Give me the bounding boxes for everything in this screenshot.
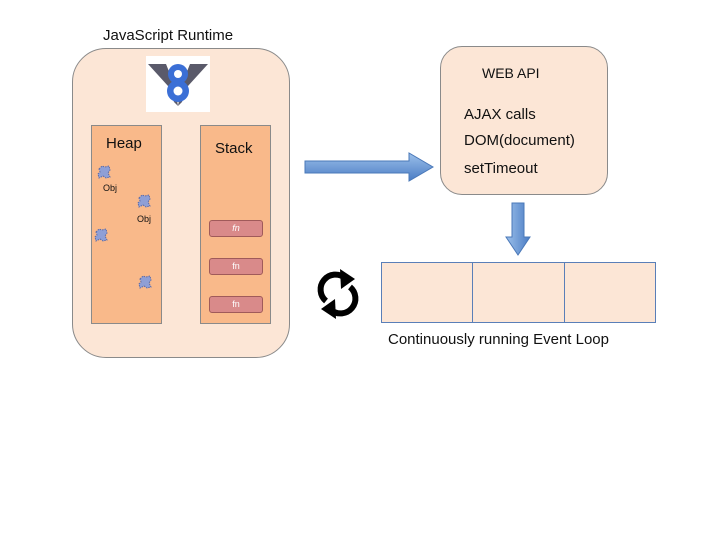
stack-title: Stack <box>215 140 253 157</box>
down-arrow-icon <box>505 202 531 260</box>
stack-frame: fn <box>209 220 263 237</box>
right-arrow-icon <box>304 152 434 186</box>
v8-logo-icon <box>146 56 210 112</box>
web-api-item: setTimeout <box>464 160 538 177</box>
web-api-container <box>440 46 608 195</box>
heap-object-blob-icon <box>137 274 153 290</box>
refresh-cycle-icon <box>317 263 359 330</box>
event-loop-caption: Continuously running Event Loop <box>388 331 609 348</box>
heap-object-label: Obj <box>137 214 152 224</box>
event-queue-slot <box>381 262 473 323</box>
web-api-item: DOM(document) <box>464 132 575 149</box>
heap-title: Heap <box>106 135 142 152</box>
event-queue-slot <box>472 262 565 323</box>
heap-object-blob-icon <box>96 164 112 180</box>
stack-frame: fn <box>209 296 263 313</box>
runtime-title: JavaScript Runtime <box>103 27 234 44</box>
heap-object-label: Obj <box>103 183 118 193</box>
heap-object-blob-icon <box>136 193 152 209</box>
web-api-item: AJAX calls <box>464 106 536 123</box>
stack-frame: fn <box>209 258 263 275</box>
heap-object-blob-icon <box>93 227 109 243</box>
web-api-title: WEB API <box>482 65 540 81</box>
heap-column <box>91 125 162 324</box>
event-queue-slot <box>564 262 656 323</box>
